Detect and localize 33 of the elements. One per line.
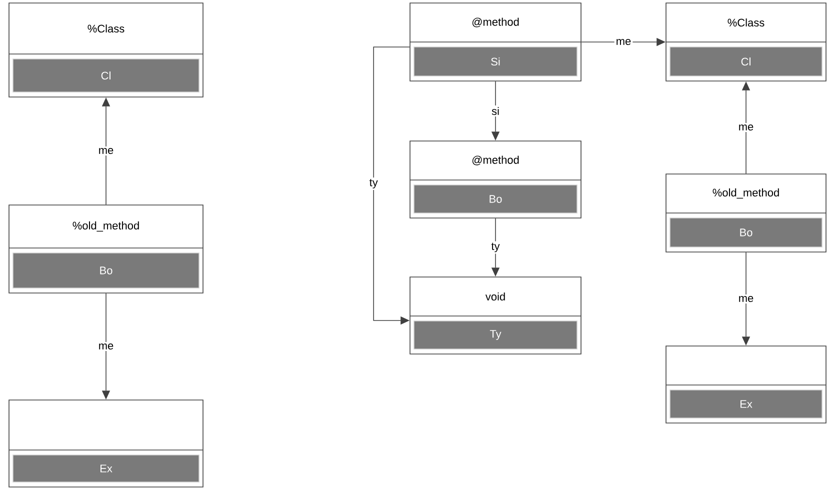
edge-label: ty bbox=[368, 178, 380, 190]
bar-text: Ex bbox=[740, 400, 752, 408]
edge-label: me bbox=[96, 342, 116, 351]
heading-text: %old_method bbox=[72, 221, 139, 232]
class-box bbox=[410, 2, 582, 82]
edge-label: me bbox=[614, 37, 633, 46]
class-box bbox=[8, 204, 204, 294]
heading-text: void bbox=[485, 292, 505, 301]
class-box bbox=[666, 174, 826, 252]
class-box bbox=[8, 2, 204, 98]
class-box bbox=[410, 276, 582, 354]
edge-label: me bbox=[736, 122, 756, 132]
heading-text: @method bbox=[472, 18, 519, 28]
bar-text: Ty bbox=[490, 330, 502, 340]
heading-text: %old_method bbox=[712, 188, 779, 199]
class-box bbox=[666, 346, 826, 424]
bar-text: Cl bbox=[101, 71, 110, 80]
bar-text: Si bbox=[491, 57, 500, 66]
edge-label: ty bbox=[490, 241, 502, 254]
heading-text: %Class bbox=[88, 24, 124, 33]
edge-label: me bbox=[736, 294, 756, 304]
edge-label: si bbox=[490, 105, 501, 117]
bar-text: Bo bbox=[490, 195, 502, 203]
bar-text: Ex bbox=[100, 464, 112, 472]
bar-text: Bo bbox=[740, 228, 752, 236]
class-box bbox=[666, 2, 826, 82]
class-box bbox=[410, 140, 582, 218]
heading-text: @method bbox=[472, 156, 519, 166]
class-box bbox=[8, 400, 204, 488]
bar-text: Bo bbox=[100, 266, 112, 274]
edge-label: me bbox=[96, 146, 116, 156]
bar-text: Cl bbox=[741, 57, 750, 66]
heading-text: %Class bbox=[728, 18, 764, 27]
